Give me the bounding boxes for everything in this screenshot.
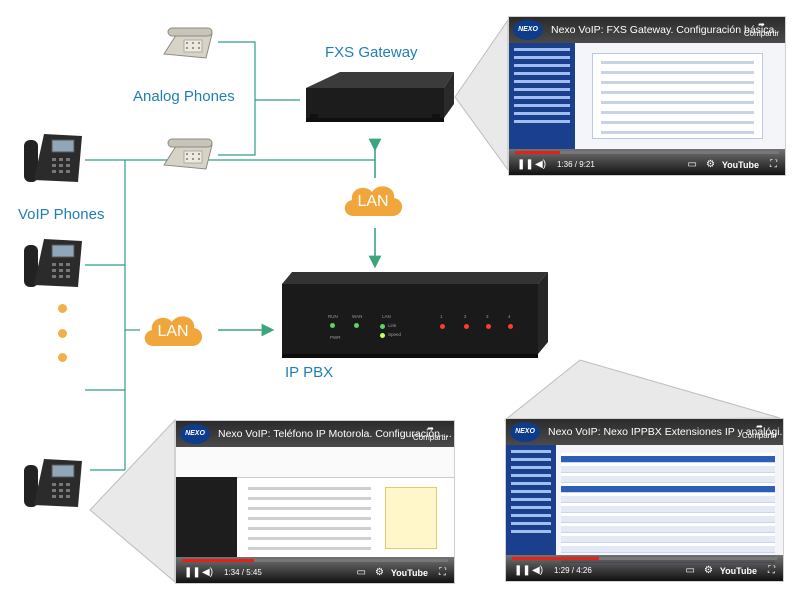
share-icon: ➦ bbox=[756, 422, 763, 431]
port-led bbox=[508, 324, 513, 329]
port-label: 2 bbox=[464, 314, 467, 319]
port-label: 3 bbox=[486, 314, 489, 319]
pbx-device: RUN WAN LAN PWR Link Speed 1 2 3 4 bbox=[280, 270, 550, 367]
video-table bbox=[561, 453, 775, 563]
volume-icon[interactable]: ◀) bbox=[535, 159, 547, 170]
port-led bbox=[464, 324, 469, 329]
share-label: Compartir bbox=[412, 433, 448, 442]
video-frame bbox=[506, 445, 783, 563]
share-label: Compartir bbox=[743, 29, 779, 38]
voip-phone-icon bbox=[22, 455, 86, 516]
led-label: Speed bbox=[388, 332, 402, 337]
analog-phones-label: Analog Phones bbox=[133, 88, 235, 105]
analog-phone-icon bbox=[158, 24, 218, 69]
gateway-device bbox=[298, 70, 456, 133]
lan-cloud-label: LAN bbox=[357, 193, 389, 210]
video-pbx[interactable]: Nexo VoIP: Nexo IPPBX Extensiones IP y a… bbox=[505, 418, 784, 582]
port-led bbox=[440, 324, 445, 329]
player-controls: ❚❚ ◀) 1:29 / 4:26 ▭ ⚙ YouTube ⛶ bbox=[506, 555, 783, 581]
voip-phones-label: VoIP Phones bbox=[18, 206, 105, 223]
progress-bar[interactable] bbox=[182, 559, 448, 562]
video-title[interactable]: Nexo VoIP: Teléfono IP Motorola. Configu… bbox=[176, 421, 454, 447]
led-label: LAN bbox=[382, 314, 391, 319]
progress-fill bbox=[512, 557, 600, 560]
video-title[interactable]: Nexo VoIP: Nexo IPPBX Extensiones IP y a… bbox=[506, 419, 783, 445]
captions-icon[interactable]: ▭ bbox=[687, 159, 697, 170]
youtube-logo[interactable]: YouTube bbox=[390, 568, 428, 578]
video-gateway[interactable]: Nexo VoIP: FXS Gateway. Configuración bá… bbox=[508, 16, 786, 176]
video-form bbox=[591, 53, 763, 139]
player-controls: ❚❚ ◀) 1:36 / 9:21 ▭ ⚙ YouTube ⛶ bbox=[509, 149, 785, 175]
video-title[interactable]: Nexo VoIP: FXS Gateway. Configuración bá… bbox=[509, 17, 785, 43]
pause-icon[interactable]: ❚❚ bbox=[184, 567, 201, 578]
fullscreen-icon[interactable]: ⛶ bbox=[768, 565, 775, 576]
fxs-gateway-label: FXS Gateway bbox=[325, 44, 418, 61]
led-run bbox=[330, 323, 335, 328]
led-link bbox=[380, 324, 385, 329]
channel-logo[interactable]: NEXO bbox=[180, 424, 210, 444]
settings-icon[interactable]: ⚙ bbox=[706, 159, 715, 170]
share-icon: ➦ bbox=[427, 424, 434, 433]
ellipsis-dot bbox=[58, 329, 67, 338]
video-frame bbox=[509, 43, 785, 149]
settings-icon[interactable]: ⚙ bbox=[704, 565, 713, 576]
voip-phone-icon bbox=[22, 130, 86, 191]
ip-pbx-label: IP PBX bbox=[285, 364, 334, 381]
share-button[interactable]: ➦Compartir bbox=[742, 422, 777, 440]
captions-icon[interactable]: ▭ bbox=[356, 567, 366, 578]
ellipsis-dot bbox=[58, 304, 67, 313]
volume-icon[interactable]: ◀) bbox=[532, 565, 544, 576]
time-display: 1:29 / 4:26 bbox=[554, 566, 592, 575]
fullscreen-icon[interactable]: ⛶ bbox=[770, 159, 777, 170]
channel-logo[interactable]: NEXO bbox=[510, 422, 540, 442]
video-sidebar bbox=[506, 445, 556, 555]
youtube-logo[interactable]: YouTube bbox=[721, 160, 759, 170]
fullscreen-icon[interactable]: ⛶ bbox=[439, 567, 446, 578]
share-label: Compartir bbox=[741, 431, 777, 440]
time-display: 1:34 / 5:45 bbox=[224, 568, 262, 577]
share-icon: ➦ bbox=[758, 20, 765, 29]
led-speed bbox=[380, 333, 385, 338]
port-label: 4 bbox=[508, 314, 511, 319]
player-controls: ❚❚ ◀) 1:34 / 5:45 ▭ ⚙ YouTube ⛶ bbox=[176, 557, 454, 583]
progress-bar[interactable] bbox=[512, 557, 777, 560]
video-frame bbox=[176, 447, 454, 557]
share-button[interactable]: ➦Compartir bbox=[744, 20, 779, 38]
port-label: 1 bbox=[440, 314, 443, 319]
settings-icon[interactable]: ⚙ bbox=[375, 567, 384, 578]
ellipsis-dot bbox=[58, 353, 67, 362]
led-label: PWR bbox=[330, 335, 341, 340]
pause-icon[interactable]: ❚❚ bbox=[514, 565, 531, 576]
time-display: 1:36 / 9:21 bbox=[557, 160, 595, 169]
lan-cloud-icon: LAN bbox=[340, 180, 406, 224]
port-led bbox=[486, 324, 491, 329]
share-button[interactable]: ➦Compartir bbox=[413, 424, 448, 442]
pause-icon[interactable]: ❚❚ bbox=[517, 159, 534, 170]
progress-fill bbox=[182, 559, 254, 562]
led-label: WAN bbox=[352, 314, 363, 319]
phone-web-ui bbox=[176, 447, 454, 557]
youtube-logo[interactable]: YouTube bbox=[719, 566, 757, 576]
channel-logo[interactable]: NEXO bbox=[513, 20, 543, 40]
progress-fill bbox=[515, 151, 560, 154]
led-label: RUN bbox=[328, 314, 338, 319]
captions-icon[interactable]: ▭ bbox=[685, 565, 695, 576]
lan-cloud-icon: LAN bbox=[140, 310, 206, 354]
lan-cloud-label: LAN bbox=[157, 323, 189, 340]
led-wan bbox=[354, 323, 359, 328]
progress-bar[interactable] bbox=[515, 151, 779, 154]
pbx-front-panel: RUN WAN LAN PWR Link Speed 1 2 3 4 bbox=[328, 314, 533, 344]
volume-icon[interactable]: ◀) bbox=[202, 567, 214, 578]
video-phone[interactable]: Nexo VoIP: Teléfono IP Motorola. Configu… bbox=[175, 420, 455, 584]
video-sidebar bbox=[509, 43, 576, 149]
led-label: Link bbox=[388, 323, 397, 328]
voip-phone-icon bbox=[22, 235, 86, 296]
analog-phone-icon bbox=[158, 135, 218, 180]
